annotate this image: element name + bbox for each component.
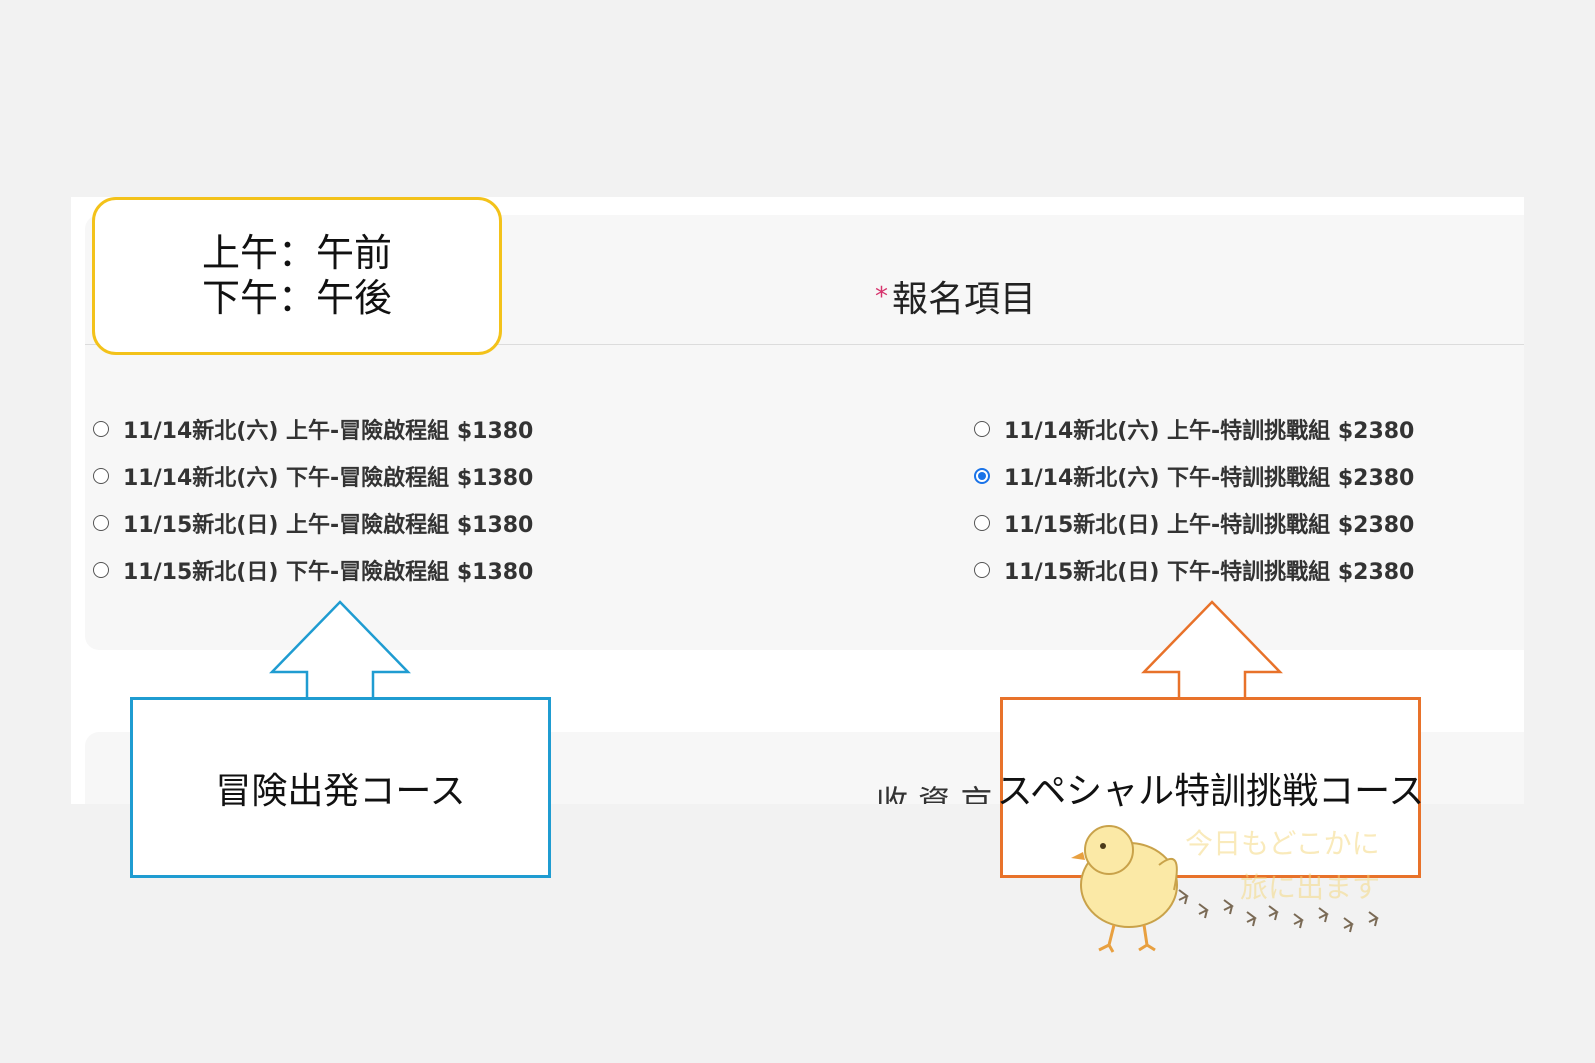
radio-button[interactable] xyxy=(93,561,109,578)
radio-button[interactable] xyxy=(93,467,109,484)
up-arrow-icon xyxy=(269,600,411,701)
option-challenge-1115-pm[interactable]: 11/15新北(日) 下午-特訓挑戰組 $2380 xyxy=(974,546,1414,593)
note-line-am: 上午：午前 xyxy=(201,231,392,275)
section-title: *報名項目 xyxy=(875,270,1036,322)
option-label: 11/15新北(日) 下午-冒險啟程組 $1380 xyxy=(123,559,534,585)
option-challenge-1114-am[interactable]: 11/14新北(六) 上午-特訓挑戰組 $2380 xyxy=(974,405,1414,452)
option-adventure-1114-am[interactable]: 11/14新北(六) 上午-冒險啟程組 $1380 xyxy=(93,405,533,452)
option-challenge-1114-pm[interactable]: 11/14新北(六) 下午-特訓挑戰組 $2380 xyxy=(974,452,1414,499)
radio-button[interactable] xyxy=(93,420,109,437)
radio-button[interactable] xyxy=(974,514,990,531)
section-divider xyxy=(85,344,1524,345)
next-section-title-partial: 收 資 京 xyxy=(876,783,993,804)
challenge-options: 11/14新北(六) 上午-特訓挑戰組 $2380 11/14新北(六) 下午-… xyxy=(974,405,1414,593)
watermark-line-2: 旅に出ます xyxy=(1240,871,1381,904)
radio-button-selected[interactable] xyxy=(974,467,990,484)
option-label: 11/15新北(日) 上午-冒險啟程組 $1380 xyxy=(123,512,534,538)
chick-icon xyxy=(1071,825,1379,953)
option-label: 11/15新北(日) 下午-特訓挑戰組 $2380 xyxy=(1004,559,1415,585)
option-label: 11/14新北(六) 上午-特訓挑戰組 $2380 xyxy=(1004,418,1415,444)
radio-button[interactable] xyxy=(974,420,990,437)
callout-adventure: 冒険出発コース xyxy=(130,697,551,878)
note-line-pm: 下午：午後 xyxy=(201,276,392,320)
option-adventure-1114-pm[interactable]: 11/14新北(六) 下午-冒險啟程組 $1380 xyxy=(93,452,533,499)
option-label: 11/14新北(六) 下午-冒險啟程組 $1380 xyxy=(123,465,534,491)
option-label: 11/14新北(六) 下午-特訓挑戰組 $2380 xyxy=(1004,465,1415,491)
required-mark: * xyxy=(875,282,888,312)
radio-button[interactable] xyxy=(93,514,109,531)
watermark-line-1: 今日もどこかに xyxy=(1185,827,1380,860)
adventure-options: 11/14新北(六) 上午-冒險啟程組 $1380 11/14新北(六) 下午-… xyxy=(93,405,533,593)
section-title-text: 報名項目 xyxy=(892,279,1037,320)
option-challenge-1115-am[interactable]: 11/15新北(日) 上午-特訓挑戰組 $2380 xyxy=(974,499,1414,546)
option-adventure-1115-pm[interactable]: 11/15新北(日) 下午-冒險啟程組 $1380 xyxy=(93,546,533,593)
callout-challenge: スペシャル特訓挑戦コース xyxy=(997,697,1424,878)
time-note: 上午：午前 下午：午後 xyxy=(92,197,502,355)
option-label: 11/15新北(日) 上午-特訓挑戰組 $2380 xyxy=(1004,512,1415,538)
option-adventure-1115-am[interactable]: 11/15新北(日) 上午-冒險啟程組 $1380 xyxy=(93,499,533,546)
option-label: 11/14新北(六) 上午-冒險啟程組 $1380 xyxy=(123,418,534,444)
up-arrow-icon xyxy=(1141,600,1283,701)
radio-button[interactable] xyxy=(974,561,990,578)
